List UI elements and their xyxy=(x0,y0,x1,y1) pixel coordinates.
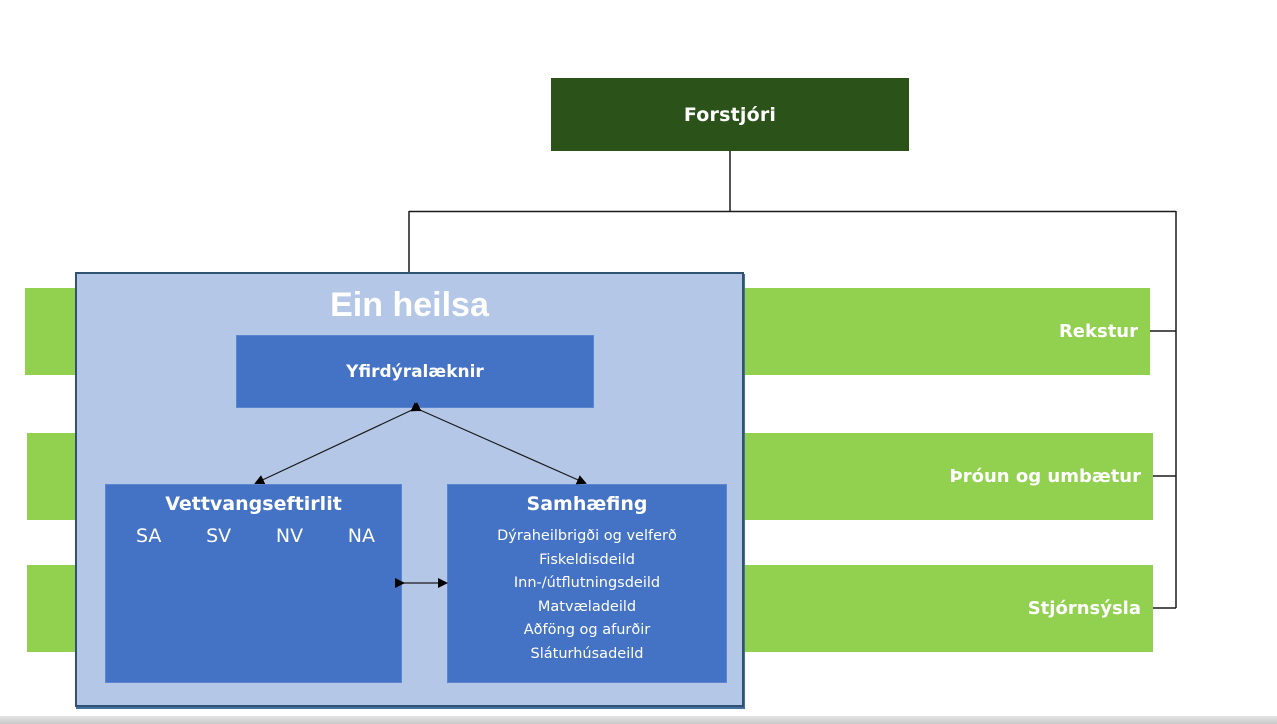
field-inspection-box: Vettvangseftirlit SA SV NV NA xyxy=(105,484,402,683)
department-item: Aðföng og afurðir xyxy=(523,622,651,638)
field-inspection-title: Vettvangseftirlit xyxy=(165,493,342,515)
region-sv: SV xyxy=(206,525,232,547)
coordination-box: Samhæfing Dýraheilbrigði og velferð Fisk… xyxy=(447,484,727,683)
one-health-title: Ein heilsa xyxy=(330,286,489,324)
department-item: Sláturhúsadeild xyxy=(530,645,644,662)
department-item: Dýraheilbrigði og velferð xyxy=(497,528,677,544)
chief-vet-label: Yfirdýralæknir xyxy=(346,361,484,382)
ceo-label: Forstjóri xyxy=(683,103,777,126)
chief-vet-box: Yfirdýralæknir xyxy=(236,335,594,408)
department-list: Dýraheilbrigði og velferð Fiskeldisdeild… xyxy=(448,525,726,666)
footer-bar xyxy=(0,716,1277,724)
department-item: Matvæladeild xyxy=(537,598,637,615)
region-sa: SA xyxy=(136,525,162,547)
region-list: SA SV NV NA xyxy=(136,525,375,547)
region-nv: NV xyxy=(275,525,304,547)
department-item: Fiskeldisdeild xyxy=(539,551,635,568)
unit-stjornsysla-label: Stjórnsýsla xyxy=(1027,598,1141,619)
unit-throun-label: Þróun og umbætur xyxy=(949,466,1141,487)
unit-rekstur-label: Rekstur xyxy=(1058,321,1138,342)
region-na: NA xyxy=(347,525,375,547)
ceo-box: Forstjóri xyxy=(551,78,909,151)
coordination-title: Samhæfing xyxy=(526,493,648,515)
department-item: Inn-/útflutningsdeild xyxy=(513,575,661,591)
